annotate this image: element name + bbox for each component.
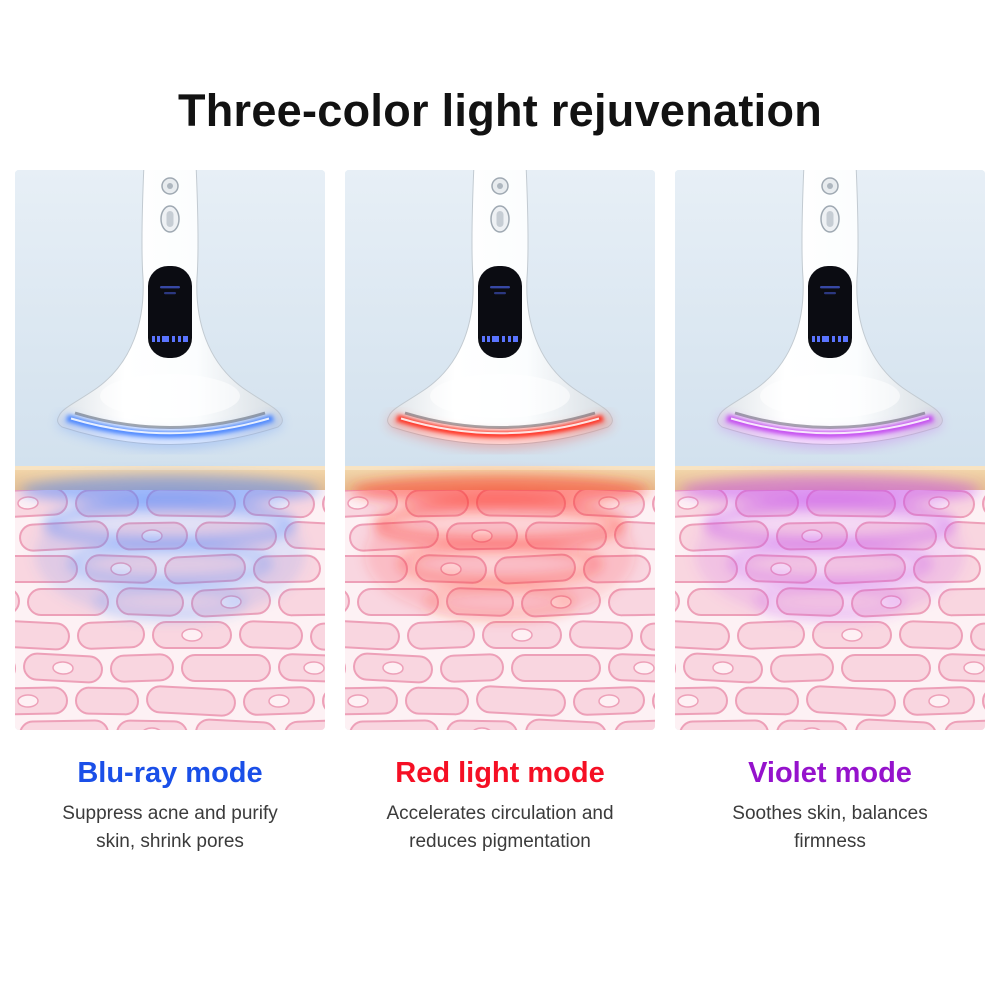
mode-title-violet: Violet mode [748, 757, 912, 789]
mode-title-red: Red light mode [395, 757, 605, 789]
beauty-device-violet-light-illustration [675, 170, 985, 730]
mode-panel-violet: Violet mode Soothes skin, balances firmn… [675, 170, 985, 855]
device-skin-illustration-blue [15, 170, 325, 730]
mode-panels: Blu-ray mode Suppress acne and purify sk… [0, 170, 1000, 855]
mode-description-violet: Soothes skin, balances firmness [732, 803, 928, 852]
device-skin-illustration-red [345, 170, 655, 730]
mode-panel-blue: Blu-ray mode Suppress acne and purify sk… [15, 170, 325, 855]
beauty-device-red-light-illustration [345, 170, 655, 730]
mode-description-red: Accelerates circulation and reduces pigm… [386, 803, 614, 852]
page-title: Three-color light rejuvenation [177, 85, 823, 136]
beauty-device-blue-light-illustration [15, 170, 325, 730]
mode-description-blue: Suppress acne and purify skin, shrink po… [62, 803, 278, 852]
device-skin-illustration-violet [675, 170, 985, 730]
mode-panel-red: Red light mode Accelerates circulation a… [345, 170, 655, 855]
mode-title-blue: Blu-ray mode [77, 757, 263, 789]
